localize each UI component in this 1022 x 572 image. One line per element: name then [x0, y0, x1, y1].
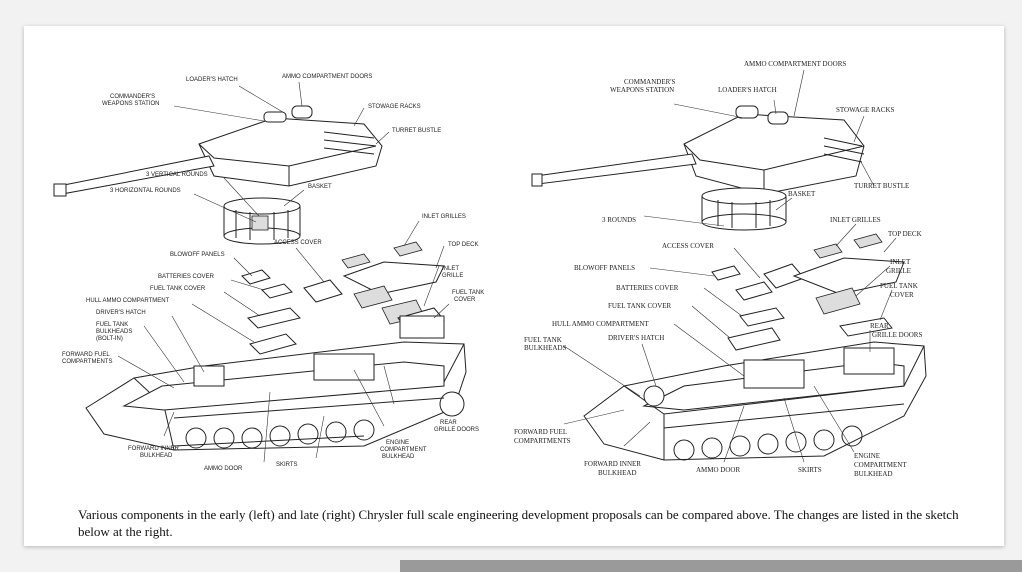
right-label-inlet-grille-2: GRILLE: [886, 267, 911, 275]
left-label-drivers-hatch: DRIVER'S HATCH: [96, 310, 146, 316]
right-label-inlet-grille-1: INLET: [890, 258, 911, 266]
right-label-batteries-cover: BATTERIES COVER: [616, 284, 679, 292]
right-label-inlet-grilles: INLET GRILLES: [830, 216, 881, 224]
tank-drawings: LOADER'S HATCH AMMO COMPARTMENT DOORS CO…: [53, 60, 927, 478]
right-label-fuel-tank-bulkheads-2: BULKHEADS: [524, 344, 566, 352]
right-label-rear-grille-doors-1: REAR: [870, 322, 889, 330]
tank-comparison-figure: LOADER'S HATCH AMMO COMPARTMENT DOORS CO…: [24, 26, 1004, 496]
left-label-inlet-grille-1: INLET: [442, 266, 459, 272]
right-label-rounds: 3 ROUNDS: [602, 216, 636, 224]
right-label-access-cover: ACCESS COVER: [662, 242, 714, 250]
left-label-fuel-tank-bulkheads-2: BULKHEADS: [96, 329, 132, 335]
right-label-forward-inner-1: FORWARD INNER: [584, 460, 641, 468]
left-label-engine-bulkhead-1: ENGINE: [386, 440, 409, 446]
right-label-ammo-door: AMMO DOOR: [696, 466, 740, 474]
left-label-engine-bulkhead-3: BULKHEAD: [382, 454, 415, 460]
left-label-horizontal-rounds: 3 HORIZONTAL ROUNDS: [110, 188, 181, 194]
right-label-drivers-hatch: DRIVER'S HATCH: [608, 334, 664, 342]
left-label-skirts: SKIRTS: [276, 462, 298, 468]
left-label-basket: BASKET: [308, 184, 332, 190]
right-label-fuel-tank-bulkheads-1: FUEL TANK: [524, 336, 562, 344]
right-label-stowage-racks: STOWAGE RACKS: [836, 106, 895, 114]
figure-caption: Various components in the early (left) a…: [78, 507, 959, 539]
right-label-engine-bulkhead-2: COMPARTMENT: [854, 461, 907, 469]
late-proposal-drawing: [531, 105, 927, 461]
left-label-loaders-hatch: LOADER'S HATCH: [186, 77, 238, 83]
early-proposal-drawing: [53, 105, 467, 451]
left-label-vertical-rounds: 3 VERTICAL ROUNDS: [146, 172, 208, 178]
left-label-fuel-tank-bulkheads-1: FUEL TANK: [96, 322, 128, 328]
left-label-engine-bulkhead-2: COMPARTMENT: [380, 447, 427, 453]
right-label-fuel-tank-cover-b1: FUEL TANK: [880, 282, 918, 290]
left-label-ammo-compartment-doors: AMMO COMPARTMENT DOORS: [282, 74, 372, 80]
right-label-ammo-compartment-doors: AMMO COMPARTMENT DOORS: [744, 60, 846, 68]
left-label-forward-fuel-1: FORWARD FUEL: [62, 352, 110, 358]
left-label-inlet-grilles: INLET GRILLES: [422, 214, 466, 220]
right-label-top-deck: TOP DECK: [888, 230, 922, 238]
horizontal-scrollbar[interactable]: [400, 560, 1022, 572]
left-label-commanders-ws-1: COMMANDER'S: [110, 94, 155, 100]
left-label-fuel-tank-cover-b2: COVER: [454, 297, 476, 303]
right-label-rear-grille-doors-2: GRILLE DOORS: [872, 331, 922, 339]
right-label-loaders-hatch: LOADER'S HATCH: [718, 86, 777, 94]
left-label-stowage-racks: STOWAGE RACKS: [368, 104, 421, 110]
left-label-fuel-tank-bulkheads-3: (BOLT-IN): [96, 336, 123, 342]
right-label-basket: BASKET: [788, 190, 816, 198]
right-label-fuel-tank-cover: FUEL TANK COVER: [608, 302, 672, 310]
right-label-engine-bulkhead-1: ENGINE: [854, 452, 880, 460]
left-label-fuel-tank-cover: FUEL TANK COVER: [150, 286, 206, 292]
right-label-blowoff-panels: BLOWOFF PANELS: [574, 264, 635, 272]
right-label-hull-ammo: HULL AMMO COMPARTMENT: [552, 320, 649, 328]
left-label-batteries-cover: BATTERIES COVER: [158, 274, 215, 280]
right-label-engine-bulkhead-3: BULKHEAD: [854, 470, 893, 478]
left-label-commanders-ws-2: WEAPONS STATION: [102, 101, 159, 107]
left-label-rear-grille-doors-1: REAR: [440, 420, 457, 426]
right-label-commanders-ws-2: WEAPONS STATION: [610, 86, 674, 94]
right-label-turret-bustle: TURRET BUSTLE: [854, 182, 909, 190]
early-labels: LOADER'S HATCH AMMO COMPARTMENT DOORS CO…: [62, 74, 484, 472]
right-label-forward-inner-2: BULKHEAD: [598, 469, 637, 477]
right-label-skirts: SKIRTS: [798, 466, 822, 474]
left-label-inlet-grille-2: GRILLE: [442, 273, 463, 279]
late-labels: AMMO COMPARTMENT DOORS COMMANDER'S WEAPO…: [514, 60, 922, 478]
left-label-blowoff-panels: BLOWOFF PANELS: [170, 252, 225, 258]
left-label-forward-inner-1: FORWARD INNER: [128, 446, 180, 452]
left-label-fuel-tank-cover-b1: FUEL TANK: [452, 290, 484, 296]
left-label-rear-grille-doors-2: GRILLE DOORS: [434, 427, 479, 433]
right-label-forward-fuel-2: COMPARTMENTS: [514, 437, 571, 445]
right-label-forward-fuel-1: FORWARD FUEL: [514, 428, 567, 436]
document-page: LOADER'S HATCH AMMO COMPARTMENT DOORS CO…: [24, 26, 1004, 546]
left-label-forward-inner-2: BULKHEAD: [140, 453, 173, 459]
left-label-ammo-door: AMMO DOOR: [204, 466, 243, 472]
left-label-access-cover: ACCESS COVER: [274, 240, 322, 246]
left-label-forward-fuel-2: COMPARTMENTS: [62, 359, 112, 365]
right-label-fuel-tank-cover-b2: COVER: [890, 291, 914, 299]
early-leader-lines: [117, 81, 450, 463]
left-label-hull-ammo: HULL AMMO COMPARTMENT: [86, 298, 170, 304]
left-label-turret-bustle: TURRET BUSTLE: [392, 128, 441, 134]
late-leader-lines: [563, 69, 897, 463]
left-label-top-deck: TOP DECK: [448, 242, 478, 248]
right-label-commanders-ws-1: COMMANDER'S: [624, 78, 676, 86]
